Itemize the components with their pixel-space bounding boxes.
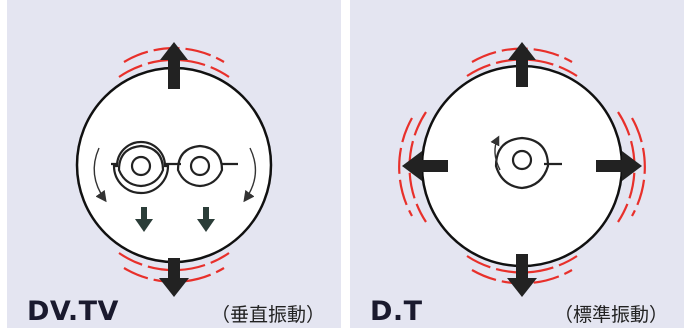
rotation-arrow-right-icon xyxy=(243,147,257,203)
vibration-arc-bottom-inner xyxy=(118,252,230,272)
panel-vertical-vibration: DV.TV （垂直振動） xyxy=(7,0,341,328)
arrow-up-icon xyxy=(160,42,188,89)
vibration-arc-left-inner xyxy=(408,111,427,223)
panel-label: DV.TV xyxy=(27,296,119,327)
vibration-arc-right-inner xyxy=(617,111,636,223)
vertical-vibration-diagram xyxy=(75,42,273,297)
arrow-right-icon xyxy=(596,151,642,181)
arrow-down-icon xyxy=(507,254,537,297)
panel-caption: （垂直振動） xyxy=(210,304,325,326)
arrow-up-icon xyxy=(508,42,536,87)
small-arrow-down-right-icon xyxy=(197,207,215,232)
rotation-arrow-icon xyxy=(490,135,501,171)
eccentric-weight-icon xyxy=(494,136,562,190)
panel-standard-vibration: D.T （標準振動） xyxy=(350,0,684,328)
eccentric-weight-right-icon xyxy=(176,144,224,188)
panel-caption: （標準振動） xyxy=(553,304,668,326)
vibration-arc-top-inner xyxy=(118,58,230,78)
vibration-arc-right-outer xyxy=(631,117,646,217)
arrow-left-icon xyxy=(402,151,448,181)
arrow-down-icon xyxy=(159,258,189,297)
rotation-arrow-left-icon xyxy=(93,147,107,203)
standard-vibration-diagram xyxy=(398,42,646,297)
vibration-arc-left-outer xyxy=(398,117,413,217)
vibration-arc-top-inner xyxy=(466,58,578,77)
eccentric-weight-left-icon xyxy=(112,140,170,195)
vibration-arc-bottom-inner xyxy=(466,255,578,274)
small-arrow-down-left-icon xyxy=(135,207,153,232)
panel-label: D.T xyxy=(370,296,423,327)
